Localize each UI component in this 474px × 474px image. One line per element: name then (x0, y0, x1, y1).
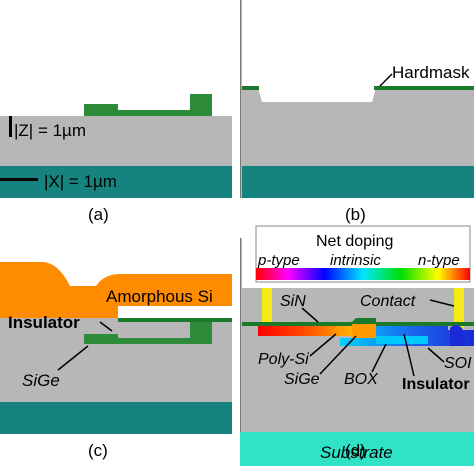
polysi-label: Poly-Si (258, 351, 309, 368)
substrate-layer (242, 166, 474, 198)
amorphous-si-layer (0, 262, 232, 318)
sige-pointer (319, 335, 357, 375)
x-scale-label: |X| = 1µm (44, 172, 117, 191)
contact-landing-right (450, 325, 466, 346)
hardmask-right (374, 86, 474, 90)
insulator-label: Insulator (402, 376, 470, 393)
legend-intrinsic: intrinsic (330, 252, 381, 269)
substrate-label: Substrate (320, 443, 393, 462)
sige-structure (84, 322, 212, 344)
box-label: BOX (344, 371, 379, 388)
caption-a: (a) (88, 205, 109, 224)
box-pointer (371, 343, 387, 373)
contact-pointer (429, 299, 455, 307)
oxide-layer (0, 116, 232, 166)
sin-layer (242, 318, 474, 326)
contact-label: Contact (360, 293, 416, 310)
substrate-layer (0, 166, 232, 198)
insulator-pointer (403, 333, 415, 377)
contact-right (454, 288, 464, 328)
legend-title: Net doping (316, 233, 393, 250)
oxide-layer (242, 88, 474, 166)
insulator-line (118, 318, 232, 322)
doping-colorbar (256, 268, 470, 280)
legend-n-type: n-type (418, 252, 460, 269)
insulator-pointer (99, 321, 113, 332)
hardmask-pointer (379, 73, 393, 87)
sige-label: SiGe (284, 371, 320, 388)
insulator-label: Insulator (8, 313, 80, 332)
hardmask-label: Hardmask (392, 63, 470, 82)
sige-region (352, 324, 376, 338)
hardmask-left (242, 86, 259, 90)
soi-label: SOI (444, 355, 472, 372)
box-insulator (376, 336, 428, 344)
substrate-layer (240, 432, 474, 466)
panel-c: Amorphous Si Insulator SiGe (c) (0, 262, 232, 460)
panel-b: Hardmask (b) (240, 0, 474, 224)
sige-label: SiGe (22, 371, 60, 390)
sige-pointer (57, 345, 89, 371)
panel-a: |Z| = 1µm |X| = 1µm (a) (0, 94, 232, 224)
soi-pointer (427, 347, 445, 363)
caption-c: (c) (88, 441, 108, 460)
z-scale-label: |Z| = 1µm (14, 121, 86, 140)
amorphous-si-label: Amorphous Si (106, 287, 213, 306)
sin-pointer (301, 307, 319, 323)
legend-p-type: p-type (257, 252, 300, 269)
oxide-layer (242, 288, 474, 432)
poly-si-region (258, 326, 352, 336)
panel-border (240, 0, 242, 198)
panel-d: Net doping p-type intrinsic n-type Subst… (240, 225, 474, 466)
contact-left (262, 288, 272, 328)
sige-structure (84, 94, 212, 116)
x-scale-bar (0, 178, 38, 181)
polysi-pointer (309, 333, 337, 357)
sin-label: SiN (280, 293, 306, 310)
substrate-layer (0, 402, 232, 434)
panel-border (240, 238, 242, 434)
caption-b: (b) (345, 205, 366, 224)
z-scale-bar (9, 116, 12, 137)
caption-d: (d) (345, 441, 366, 460)
